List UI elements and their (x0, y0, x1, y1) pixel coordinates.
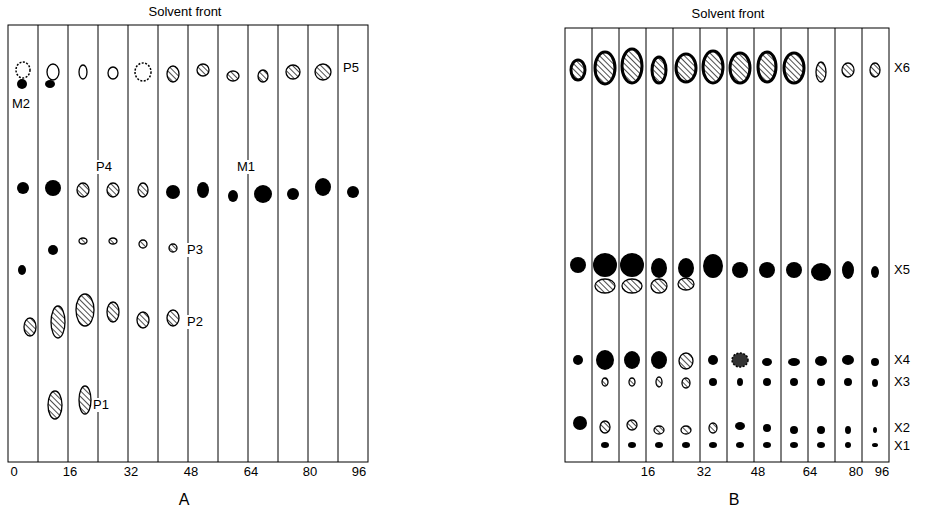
axis-number: 96 (351, 465, 367, 479)
spot-label: P5 (342, 61, 360, 75)
lane-strips (8, 25, 368, 462)
spot-label: X1 (893, 439, 911, 453)
axis-number: 64 (802, 465, 818, 479)
spot-label: M2 (11, 97, 31, 111)
spot-label: P2 (186, 315, 204, 329)
heading: Solvent front (691, 7, 766, 21)
axis-number: 80 (302, 465, 318, 479)
panel-letter: B (728, 491, 741, 509)
spot-label: P4 (95, 160, 113, 174)
spot-label: P3 (186, 243, 204, 257)
axis-number: 64 (243, 465, 259, 479)
spot-label: X2 (893, 421, 911, 435)
heading: Solvent front (148, 5, 223, 19)
axis-number: 48 (183, 465, 199, 479)
spot-label: X3 (893, 375, 911, 389)
axis-number: 80 (848, 465, 864, 479)
axis-number: 48 (750, 465, 766, 479)
panel-letter: A (178, 491, 191, 509)
spots-b (570, 49, 880, 448)
lane-strips (565, 28, 889, 462)
axis-number: 32 (123, 465, 139, 479)
spot-label: X6 (893, 61, 911, 75)
axis-number: 16 (640, 465, 656, 479)
spot-label: P1 (92, 398, 110, 412)
spot-label: X4 (893, 353, 911, 367)
axis-number: 16 (62, 465, 78, 479)
spot-label: X5 (893, 263, 911, 277)
axis-number: 32 (696, 465, 712, 479)
axis-number: 0 (9, 465, 18, 479)
spot-label: M1 (236, 160, 256, 174)
axis-number: 96 (874, 465, 890, 479)
spots-a (16, 62, 359, 419)
